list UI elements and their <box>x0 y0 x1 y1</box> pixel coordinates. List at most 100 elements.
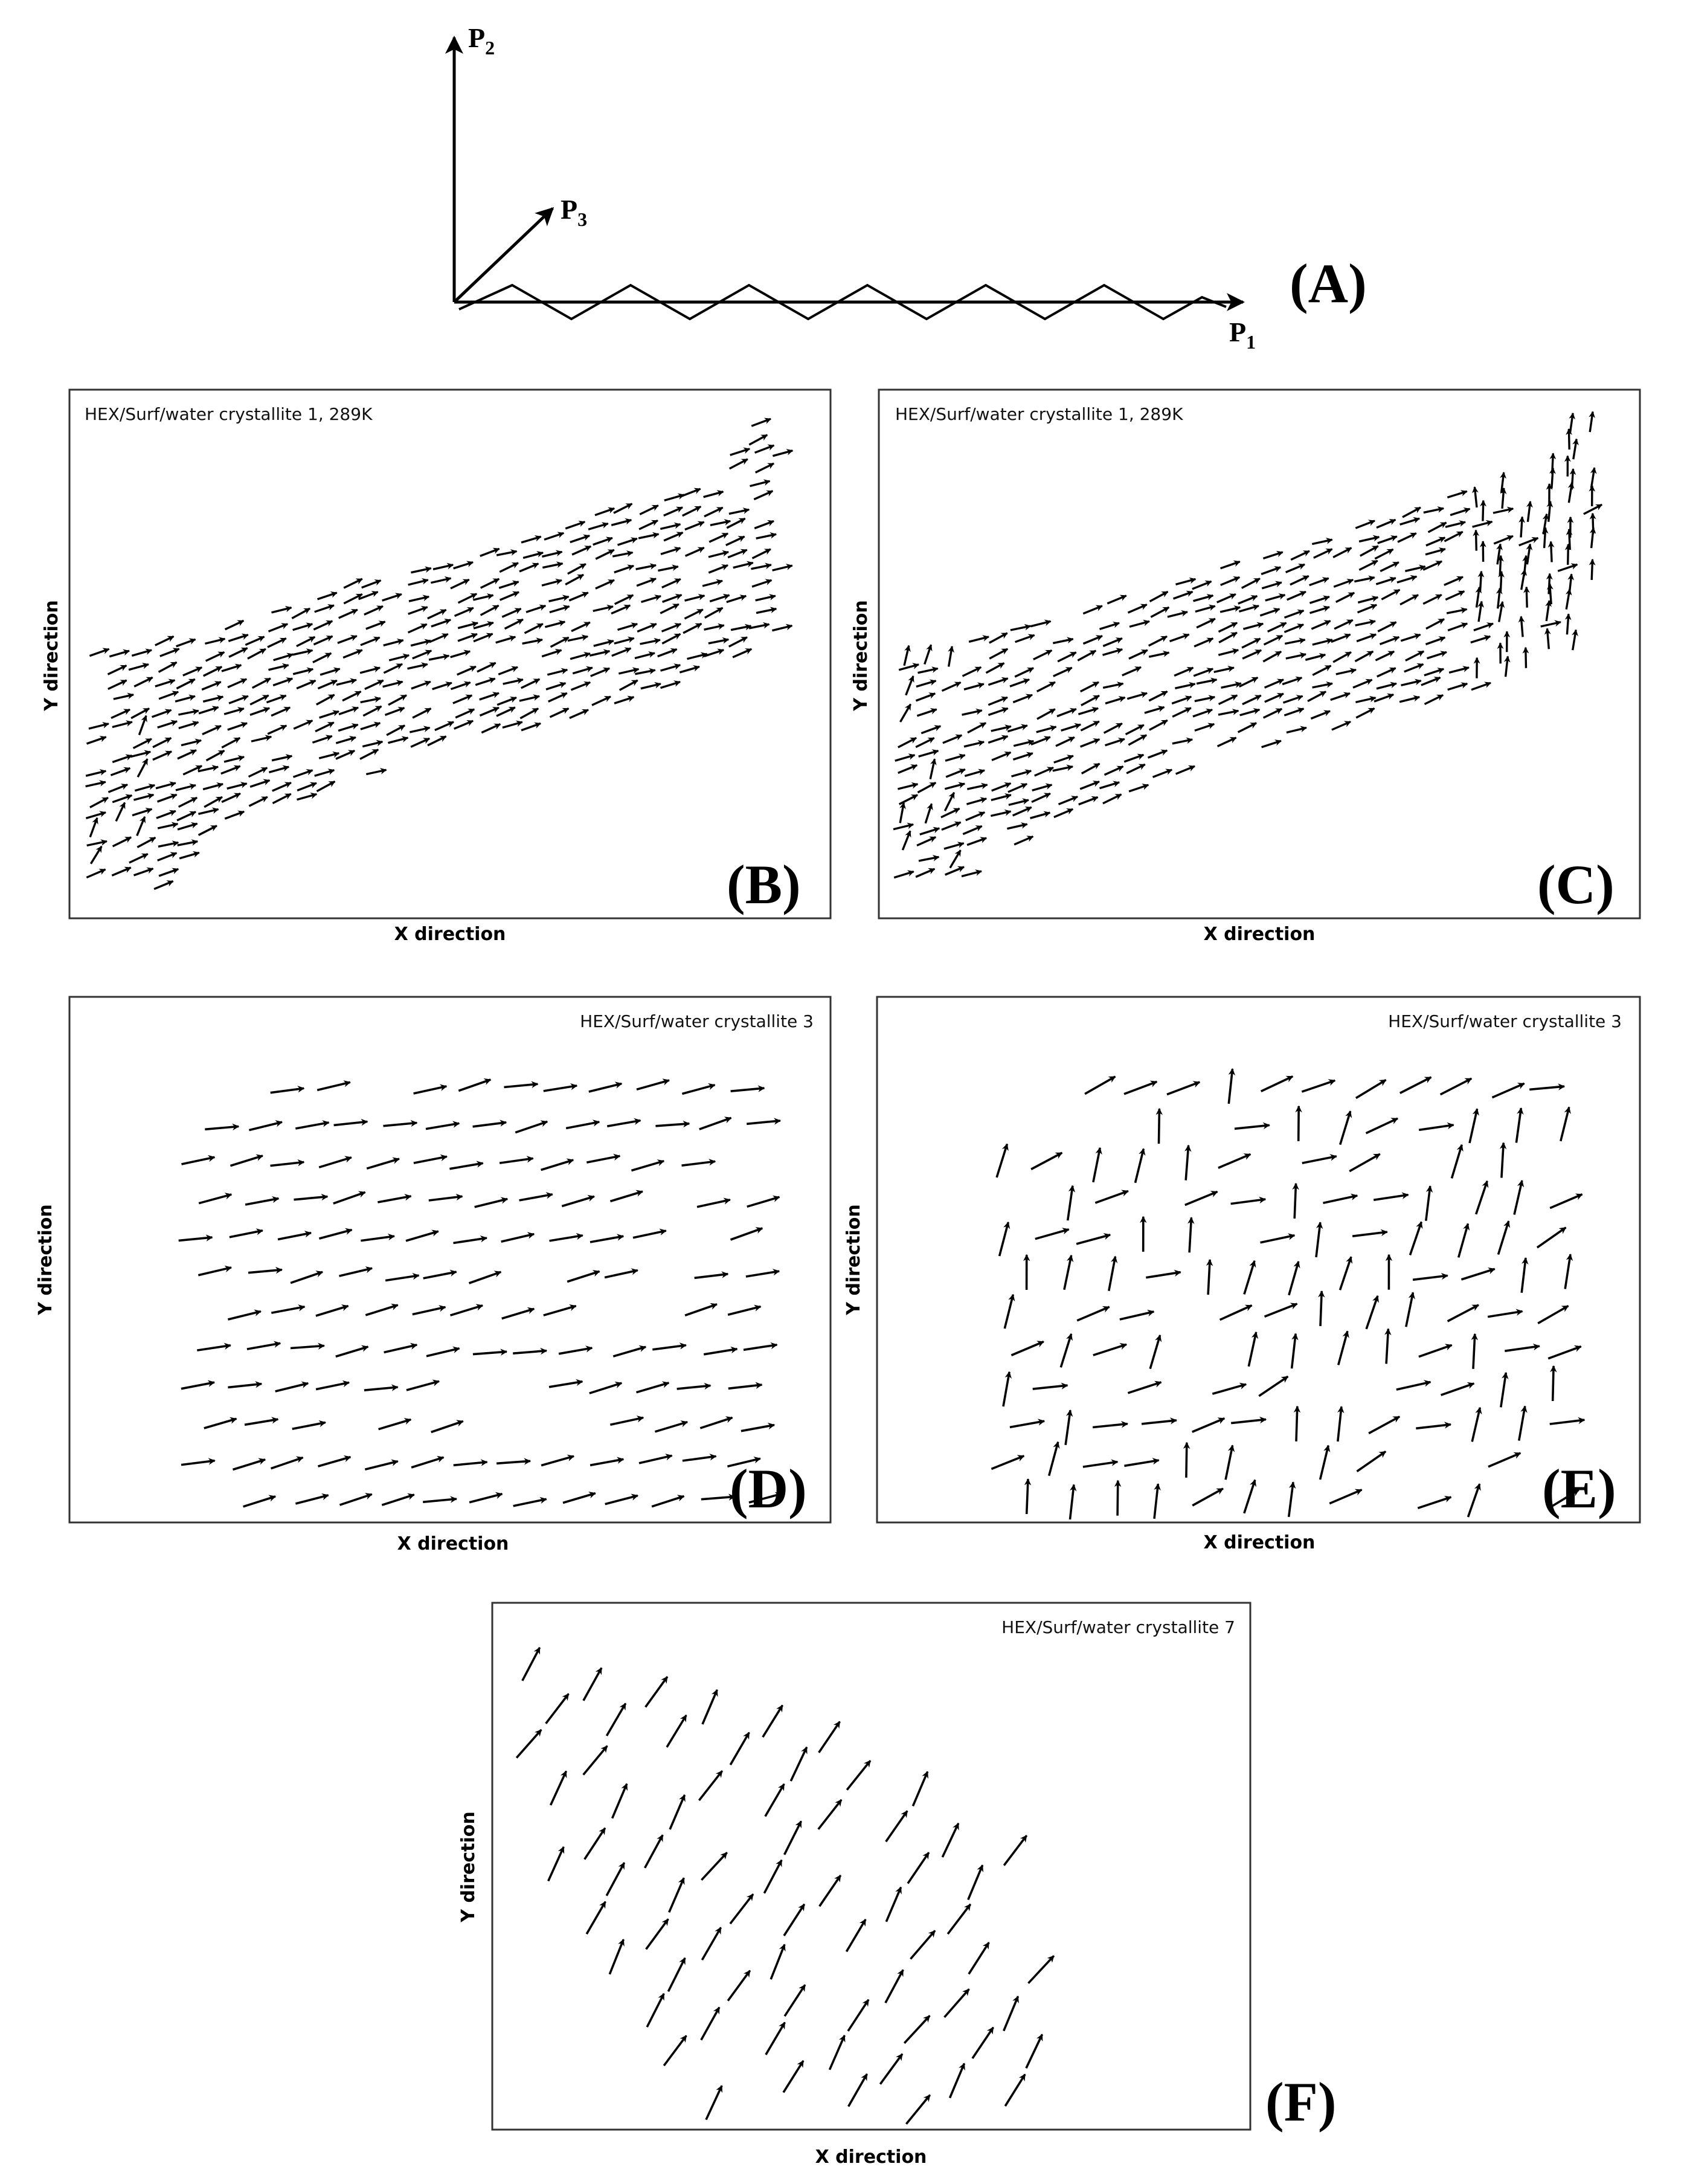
field-arrow <box>748 1492 783 1504</box>
field-arrow <box>449 1161 484 1170</box>
field-arrow <box>1471 1333 1479 1369</box>
field-arrow <box>1036 725 1057 733</box>
field-arrow <box>246 1341 281 1350</box>
field-arrow <box>181 1458 216 1466</box>
field-arrow <box>157 720 178 729</box>
field-arrow <box>1377 535 1398 544</box>
field-arrow <box>431 576 452 584</box>
field-arrow <box>605 1702 627 1737</box>
field-arrow <box>1477 601 1484 622</box>
field-arrow <box>362 705 382 717</box>
field-arrow <box>991 751 1012 761</box>
field-arrow <box>1192 708 1213 718</box>
field-arrow <box>750 479 771 488</box>
field-arrow <box>918 854 940 862</box>
field-arrow <box>1457 1223 1470 1258</box>
field-arrow <box>1219 560 1241 570</box>
field-arrow <box>1057 651 1077 663</box>
field-arrow <box>182 765 203 776</box>
field-arrow <box>504 618 524 630</box>
field-arrow <box>318 1228 353 1240</box>
field-arrow <box>294 1193 329 1201</box>
field-arrow <box>335 1345 369 1358</box>
panel-b-frame <box>68 388 832 920</box>
field-arrow <box>1126 691 1148 700</box>
field-arrow <box>378 1418 412 1431</box>
field-arrow <box>1003 1835 1028 1866</box>
field-arrow <box>1174 666 1194 677</box>
field-arrow <box>1238 594 1258 605</box>
field-arrow <box>1549 1193 1583 1210</box>
field-arrow <box>1237 722 1257 733</box>
field-arrow <box>1102 793 1122 805</box>
field-arrow <box>272 793 292 805</box>
field-arrow <box>229 1228 263 1239</box>
field-arrow <box>449 1304 484 1316</box>
field-arrow <box>1471 1406 1482 1442</box>
field-arrow <box>1122 666 1142 677</box>
field-arrow <box>1192 1487 1224 1507</box>
panel-f-letter: (F) <box>1265 2071 1336 2133</box>
field-arrow <box>549 1770 568 1806</box>
field-arrow <box>247 648 266 660</box>
field-arrow <box>205 651 225 662</box>
field-arrow <box>479 706 500 717</box>
field-arrow <box>152 750 172 761</box>
field-arrow <box>561 1194 596 1208</box>
field-arrow <box>921 725 942 735</box>
field-arrow <box>107 665 127 675</box>
field-arrow <box>565 1119 600 1130</box>
field-arrow <box>708 637 730 645</box>
field-arrow <box>940 807 960 819</box>
field-arrow <box>522 551 544 559</box>
field-arrow <box>1446 607 1468 614</box>
field-arrow <box>614 695 635 704</box>
field-arrow <box>1102 637 1123 648</box>
field-arrow <box>1193 668 1214 677</box>
field-arrow <box>155 781 176 790</box>
field-arrow <box>129 852 149 864</box>
field-arrow <box>468 1271 502 1284</box>
field-arrow <box>386 724 406 736</box>
field-arrow <box>942 734 963 744</box>
field-arrow <box>1460 1268 1496 1281</box>
field-arrow <box>655 1120 690 1128</box>
field-arrow <box>1421 676 1441 686</box>
field-arrow <box>661 623 682 633</box>
field-arrow <box>963 682 985 691</box>
field-arrow <box>1572 438 1579 460</box>
field-arrow <box>762 1704 784 1738</box>
field-arrow <box>1377 621 1397 633</box>
field-arrow <box>898 764 918 774</box>
field-arrow <box>1009 1419 1046 1429</box>
field-arrow <box>1007 822 1028 830</box>
field-arrow <box>1549 1417 1586 1425</box>
field-arrow <box>1012 752 1033 761</box>
field-arrow <box>1220 576 1241 586</box>
field-arrow <box>1354 650 1374 663</box>
field-arrow <box>317 679 338 690</box>
field-arrow <box>588 1081 623 1093</box>
field-arrow <box>1035 1228 1070 1240</box>
panel-c-xlabel: X direction <box>1204 924 1316 945</box>
field-arrow <box>751 417 772 427</box>
field-arrow <box>1424 694 1444 706</box>
field-arrow <box>88 721 109 730</box>
field-arrow <box>729 1893 754 1925</box>
panel-d-letter: (D) <box>730 1458 807 1519</box>
panel-e-letter: (E) <box>1542 1458 1616 1519</box>
field-arrow <box>136 816 146 836</box>
field-arrow <box>1003 1996 1020 2032</box>
field-arrow <box>499 1156 534 1164</box>
field-arrow <box>595 579 615 590</box>
field-arrow <box>292 769 313 778</box>
field-arrow <box>268 765 290 774</box>
field-arrow <box>519 562 539 573</box>
field-arrow <box>1331 720 1351 731</box>
field-arrow <box>519 1192 553 1202</box>
field-arrow <box>1313 548 1333 559</box>
field-arrow <box>708 550 730 558</box>
field-arrow <box>1243 1479 1257 1514</box>
field-arrow <box>967 1864 984 1901</box>
field-arrow <box>1399 1076 1432 1095</box>
